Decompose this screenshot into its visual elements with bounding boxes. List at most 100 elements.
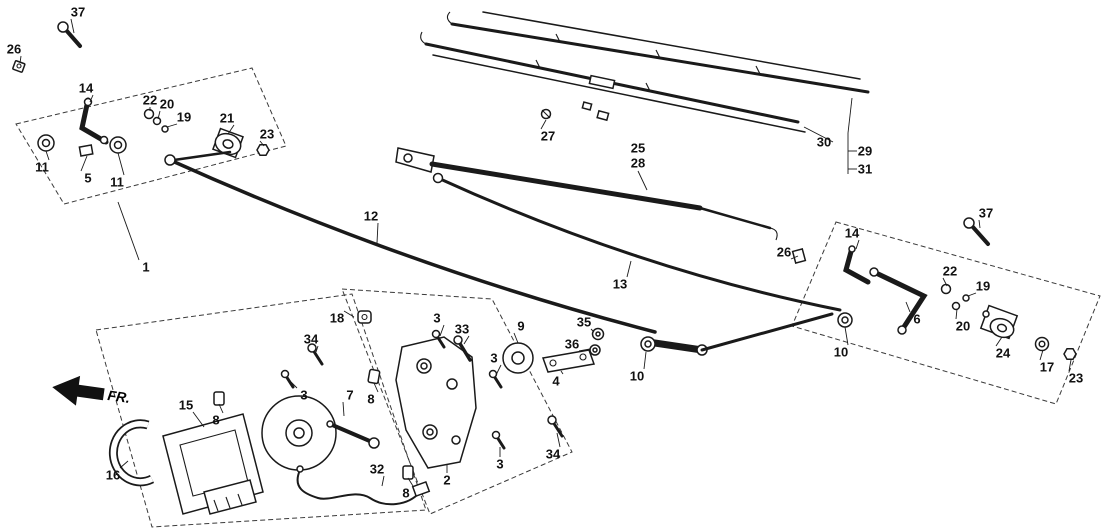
part-label-9-36: 9 [517, 319, 524, 334]
leader-line-34-33 [315, 345, 319, 353]
leader-line-26-1 [19, 55, 22, 64]
bracket-dashed-box [341, 288, 573, 515]
leader-line-17-29 [1039, 349, 1044, 361]
grommet-8-c [402, 465, 414, 480]
leader-line-13-19 [626, 260, 632, 278]
bolt-37-right [963, 217, 990, 246]
part-label-22-3: 22 [143, 93, 157, 108]
bushing-11-b [109, 136, 127, 154]
arm-screw-27 [540, 108, 552, 120]
motor-gear-housing [162, 413, 264, 515]
leader-line-3-40 [495, 364, 502, 376]
part-label-19-5: 19 [177, 110, 191, 125]
part-label-6-26: 6 [913, 312, 920, 327]
part-label-27-13: 27 [541, 129, 555, 144]
leader-line-26-21 [790, 255, 799, 260]
mounting-bracket-2 [395, 336, 477, 469]
leader-line-35-37 [590, 328, 595, 333]
bolt-3-a [431, 329, 446, 349]
nut-23-right [1063, 348, 1077, 360]
part-label-1-11: 1 [142, 260, 149, 275]
part-label-23-7: 23 [260, 127, 274, 142]
part-label-10-27: 10 [834, 345, 848, 360]
part-label-15-44: 15 [179, 398, 193, 413]
cap-9 [502, 342, 534, 374]
part-label-26-1: 26 [7, 42, 21, 57]
washer-20-right [951, 301, 961, 311]
leader-line-11-10 [117, 152, 125, 176]
leader-line-14-22 [855, 239, 860, 250]
leader-line-36-38 [578, 348, 591, 352]
left-pivot-assembly [12, 21, 270, 166]
part-label-4-39: 4 [552, 374, 560, 389]
leader-line-8-42 [373, 382, 379, 393]
pivot-body-24 [979, 304, 1019, 340]
leader-line-8-46 [218, 403, 224, 414]
leader-line-33-35 [463, 335, 470, 345]
part-label-10-31: 10 [630, 369, 644, 384]
leader-line-22-23 [942, 277, 948, 287]
part-label-19-24: 19 [976, 279, 990, 294]
leader-line-11-8 [45, 150, 50, 161]
motor-dashed-box [95, 293, 427, 528]
part-label-14-2: 14 [79, 81, 94, 96]
fr-label: FR. [107, 387, 132, 406]
bolt-34-b [547, 415, 564, 438]
blade-label-bracket [803, 97, 857, 174]
link-6 [869, 267, 928, 335]
washer-19-right [962, 294, 970, 302]
part-label-5-9: 5 [84, 171, 91, 186]
part-label-28-15: 28 [631, 156, 645, 171]
motor-cover-16 [108, 419, 155, 487]
leader-line-5-9 [80, 155, 88, 172]
part-label-37-0: 37 [71, 5, 85, 20]
leader-line-3-34 [439, 324, 445, 337]
part-label-8-46: 8 [212, 413, 219, 428]
part-label-22-23: 22 [943, 264, 957, 279]
part-label-25-14: 25 [631, 141, 645, 156]
leader-line-8-48 [407, 477, 414, 487]
fr-direction-indicator: FR. [52, 375, 132, 406]
leader-line-24-28 [995, 336, 1003, 347]
leader-line-3-41 [290, 381, 298, 389]
nut-23-left [256, 144, 270, 156]
part-label-34-51: 34 [546, 447, 561, 462]
linkage-rod-a [168, 158, 657, 334]
part-label-2-49: 2 [443, 473, 450, 488]
grommet-8-a [367, 368, 381, 385]
part-label-24-28: 24 [996, 346, 1011, 361]
bushing-10-right [837, 312, 853, 328]
leader-line-6-26 [905, 301, 911, 313]
wire-harness-32 [296, 465, 431, 506]
leader-line-10-27 [844, 326, 849, 346]
part-label-30-16: 30 [817, 135, 831, 150]
part-label-37-20: 37 [979, 206, 993, 221]
washer-20-left [152, 116, 162, 126]
rod-b-end-joint [432, 172, 444, 184]
part-label-7-43: 7 [346, 388, 353, 403]
bracket-4 [541, 349, 596, 373]
part-label-32-47: 32 [370, 462, 384, 477]
part-label-20-25: 20 [956, 319, 970, 334]
wiper-blade-assembly-upper [446, 11, 870, 94]
leader-line-1-11 [117, 201, 140, 261]
part-label-3-40: 3 [490, 351, 497, 366]
left-pivot-dashed-box [15, 67, 287, 205]
part-label-20-4: 20 [160, 97, 174, 112]
leader-line-23-30 [1068, 359, 1072, 372]
part-label-14-22: 14 [845, 226, 860, 241]
collar-5 [78, 144, 94, 157]
part-label-18-32: 18 [330, 311, 344, 326]
linkage-rod-b [436, 176, 842, 312]
part-label-8-48: 8 [402, 486, 409, 501]
center-link [640, 312, 834, 356]
rod-a-end-joint [164, 154, 176, 166]
part-label-34-33: 34 [304, 332, 319, 347]
wiper-blade-assembly-lower [420, 31, 806, 133]
washer-22-left [143, 108, 155, 120]
leader-line-7-43 [342, 401, 345, 417]
leader-line-34-51 [556, 432, 561, 448]
leader-line-12-12 [376, 222, 379, 244]
